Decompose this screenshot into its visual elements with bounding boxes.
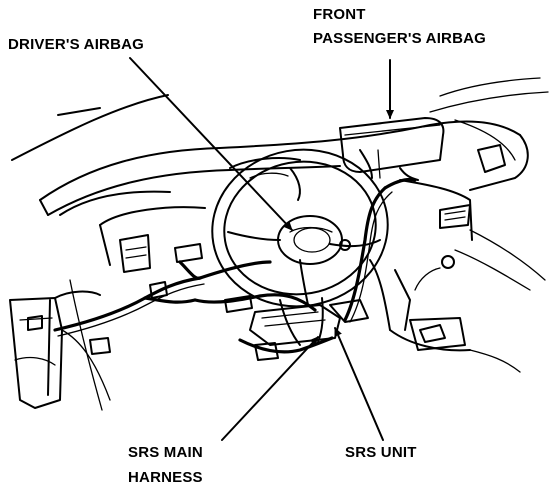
srs-main-harness-arrow — [221, 336, 319, 441]
dashboard-outline — [39, 119, 546, 291]
leader-lines — [129, 57, 394, 441]
srs-unit-module — [249, 299, 369, 346]
drivers-airbag-module — [277, 215, 351, 265]
center-console — [369, 255, 521, 373]
srs-main-harness — [53, 177, 417, 361]
windshield-lines — [11, 77, 549, 161]
srs-main-harness-label-line2: HARNESS — [128, 469, 203, 486]
door-panel — [9, 279, 111, 411]
srs-main-harness-label-line1: SRS MAIN — [128, 444, 203, 461]
srs-unit-arrow — [334, 327, 384, 441]
front-passenger-airbag-label-line2: PASSENGER'S AIRBAG — [313, 30, 487, 47]
srs-unit-label: SRS UNIT — [345, 444, 417, 461]
drivers-airbag-label: DRIVER'S AIRBAG — [8, 36, 145, 53]
passenger-airbag-module — [339, 117, 445, 181]
front-passenger-airbag-label-line1: FRONT — [313, 6, 366, 23]
instrument-panel — [59, 157, 301, 273]
drivers-airbag-arrow — [129, 57, 293, 231]
